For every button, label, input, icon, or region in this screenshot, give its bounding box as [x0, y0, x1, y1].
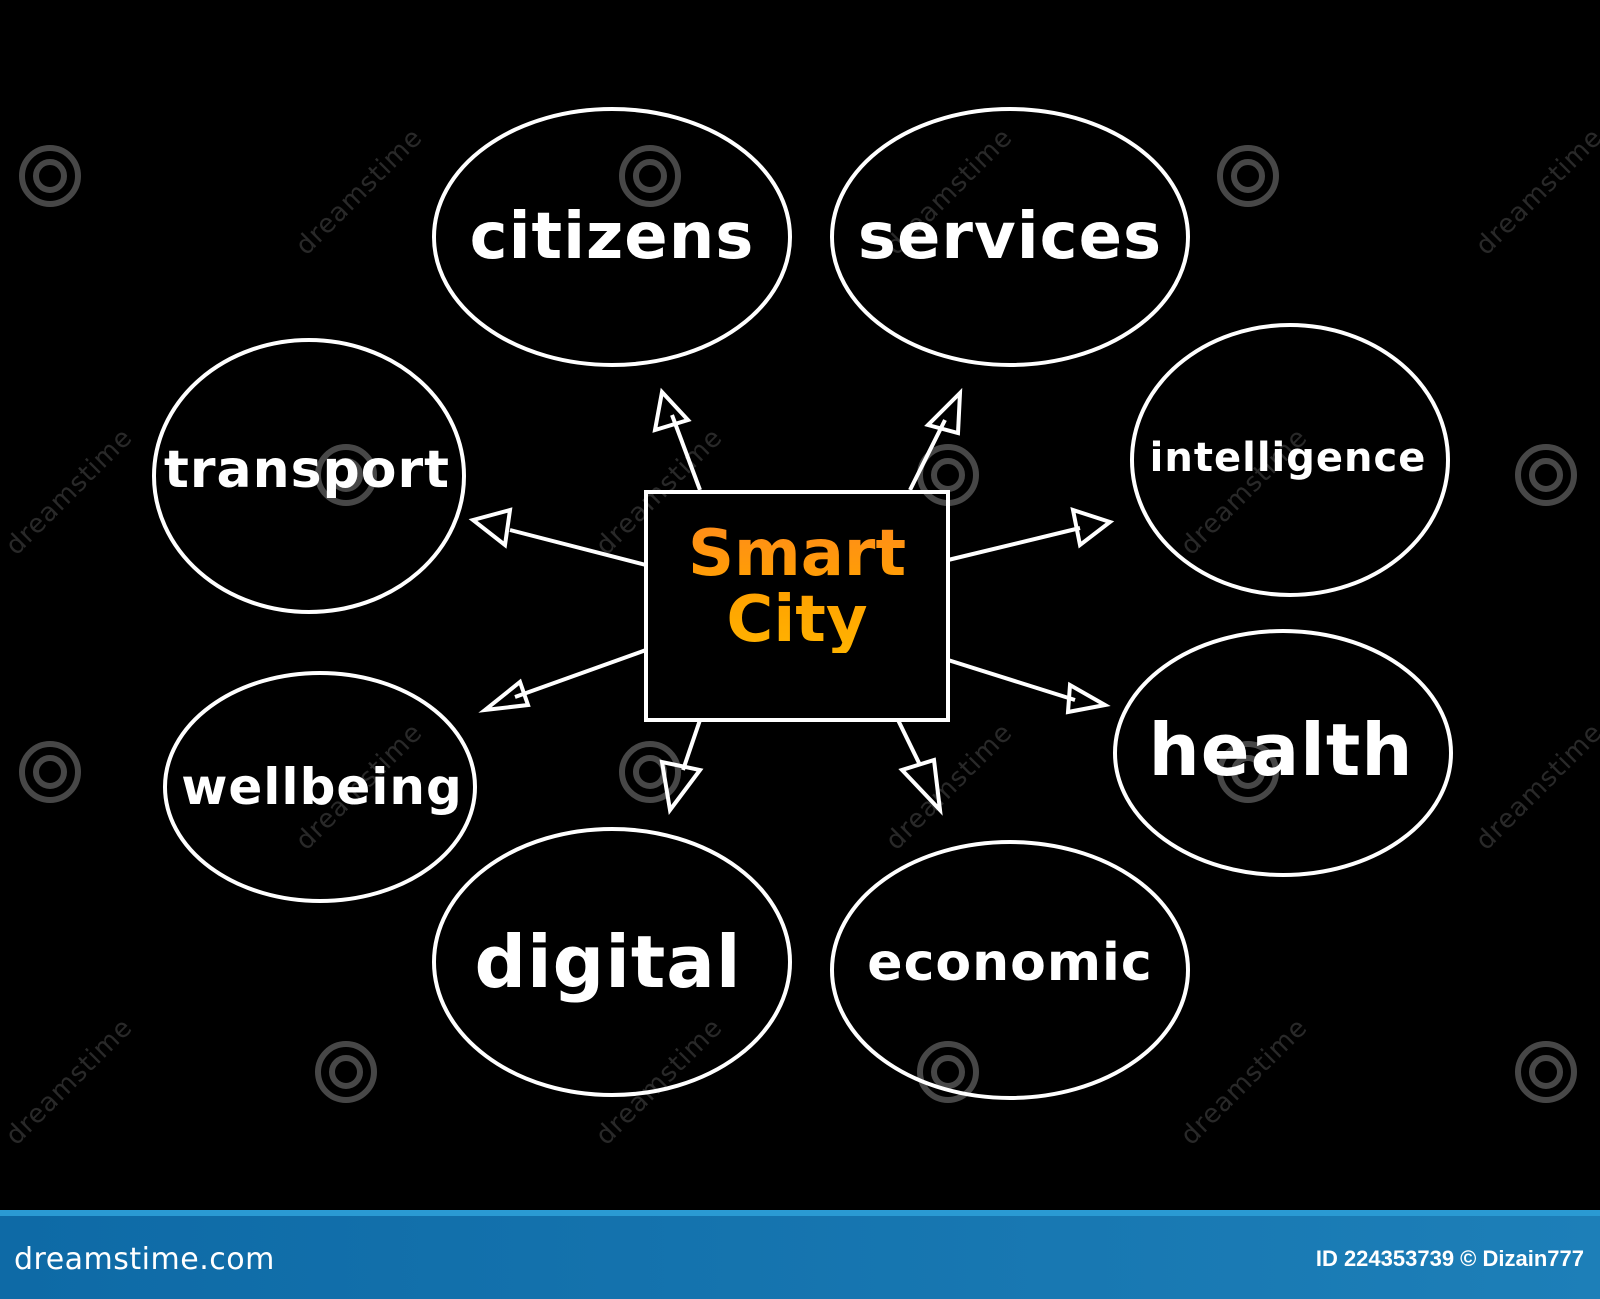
node-label-health: health [1148, 708, 1414, 792]
node-label-intelligence: intelligence [1149, 435, 1427, 481]
image-id-credit: ID 224353739 © Dizain777 [1315, 1246, 1584, 1271]
arrow-to-citizens [652, 387, 702, 491]
node-ellipse-health [1113, 629, 1453, 877]
watermark-logo-icon [619, 741, 681, 803]
diagram-canvas: citizens services transport intelligence… [0, 107, 1600, 1152]
watermark-logo-icon [19, 741, 81, 803]
footer-bar: dreamstime.com ID 224353739 © Dizain777 [0, 1210, 1600, 1299]
node-label-services: services [857, 200, 1163, 274]
watermark-logo-icon [917, 444, 979, 506]
node-label-wellbeing: wellbeing [181, 758, 463, 816]
node-label-transport: transport [163, 440, 451, 500]
watermark-logo-icon [315, 444, 377, 506]
node-label-digital: digital [474, 920, 742, 1004]
watermark-logo-icon [619, 145, 681, 207]
watermark-logo-icon [19, 145, 81, 207]
node-ellipse-economic [830, 840, 1190, 1100]
mind-map [152, 107, 1453, 1100]
watermark-logo-icon [1217, 741, 1279, 803]
arrow-to-transport [468, 507, 647, 567]
watermark-logo-icon [315, 1041, 377, 1103]
arrow-to-digital [659, 719, 704, 815]
node-label-citizens: citizens [469, 200, 755, 274]
brand-logo[interactable]: dreamstime.com [14, 1242, 275, 1277]
node-label-economic: economic [867, 933, 1153, 993]
node-ellipse-wellbeing [163, 671, 477, 903]
watermark-logo-icon [1515, 444, 1577, 506]
center-title-line-2: City [726, 583, 868, 657]
arrow-to-wellbeing [478, 648, 647, 713]
center-box [644, 490, 950, 722]
arrow-to-economic [896, 719, 943, 816]
arrow-to-intelligence [947, 507, 1115, 562]
center-title: Smart City [688, 521, 906, 653]
arrow-to-health [947, 658, 1111, 715]
arrow-to-services [908, 387, 963, 491]
watermark-logo-icon [1217, 145, 1279, 207]
watermark-logo-icon [1515, 1041, 1577, 1103]
watermark-logo-icon [917, 1041, 979, 1103]
center-title-line-1: Smart [687, 517, 907, 591]
node-ellipse-citizens [432, 107, 792, 367]
node-ellipse-transport [152, 338, 466, 614]
node-ellipse-intelligence [1130, 323, 1450, 597]
node-ellipse-services [830, 107, 1190, 367]
node-ellipse-digital [432, 827, 792, 1097]
